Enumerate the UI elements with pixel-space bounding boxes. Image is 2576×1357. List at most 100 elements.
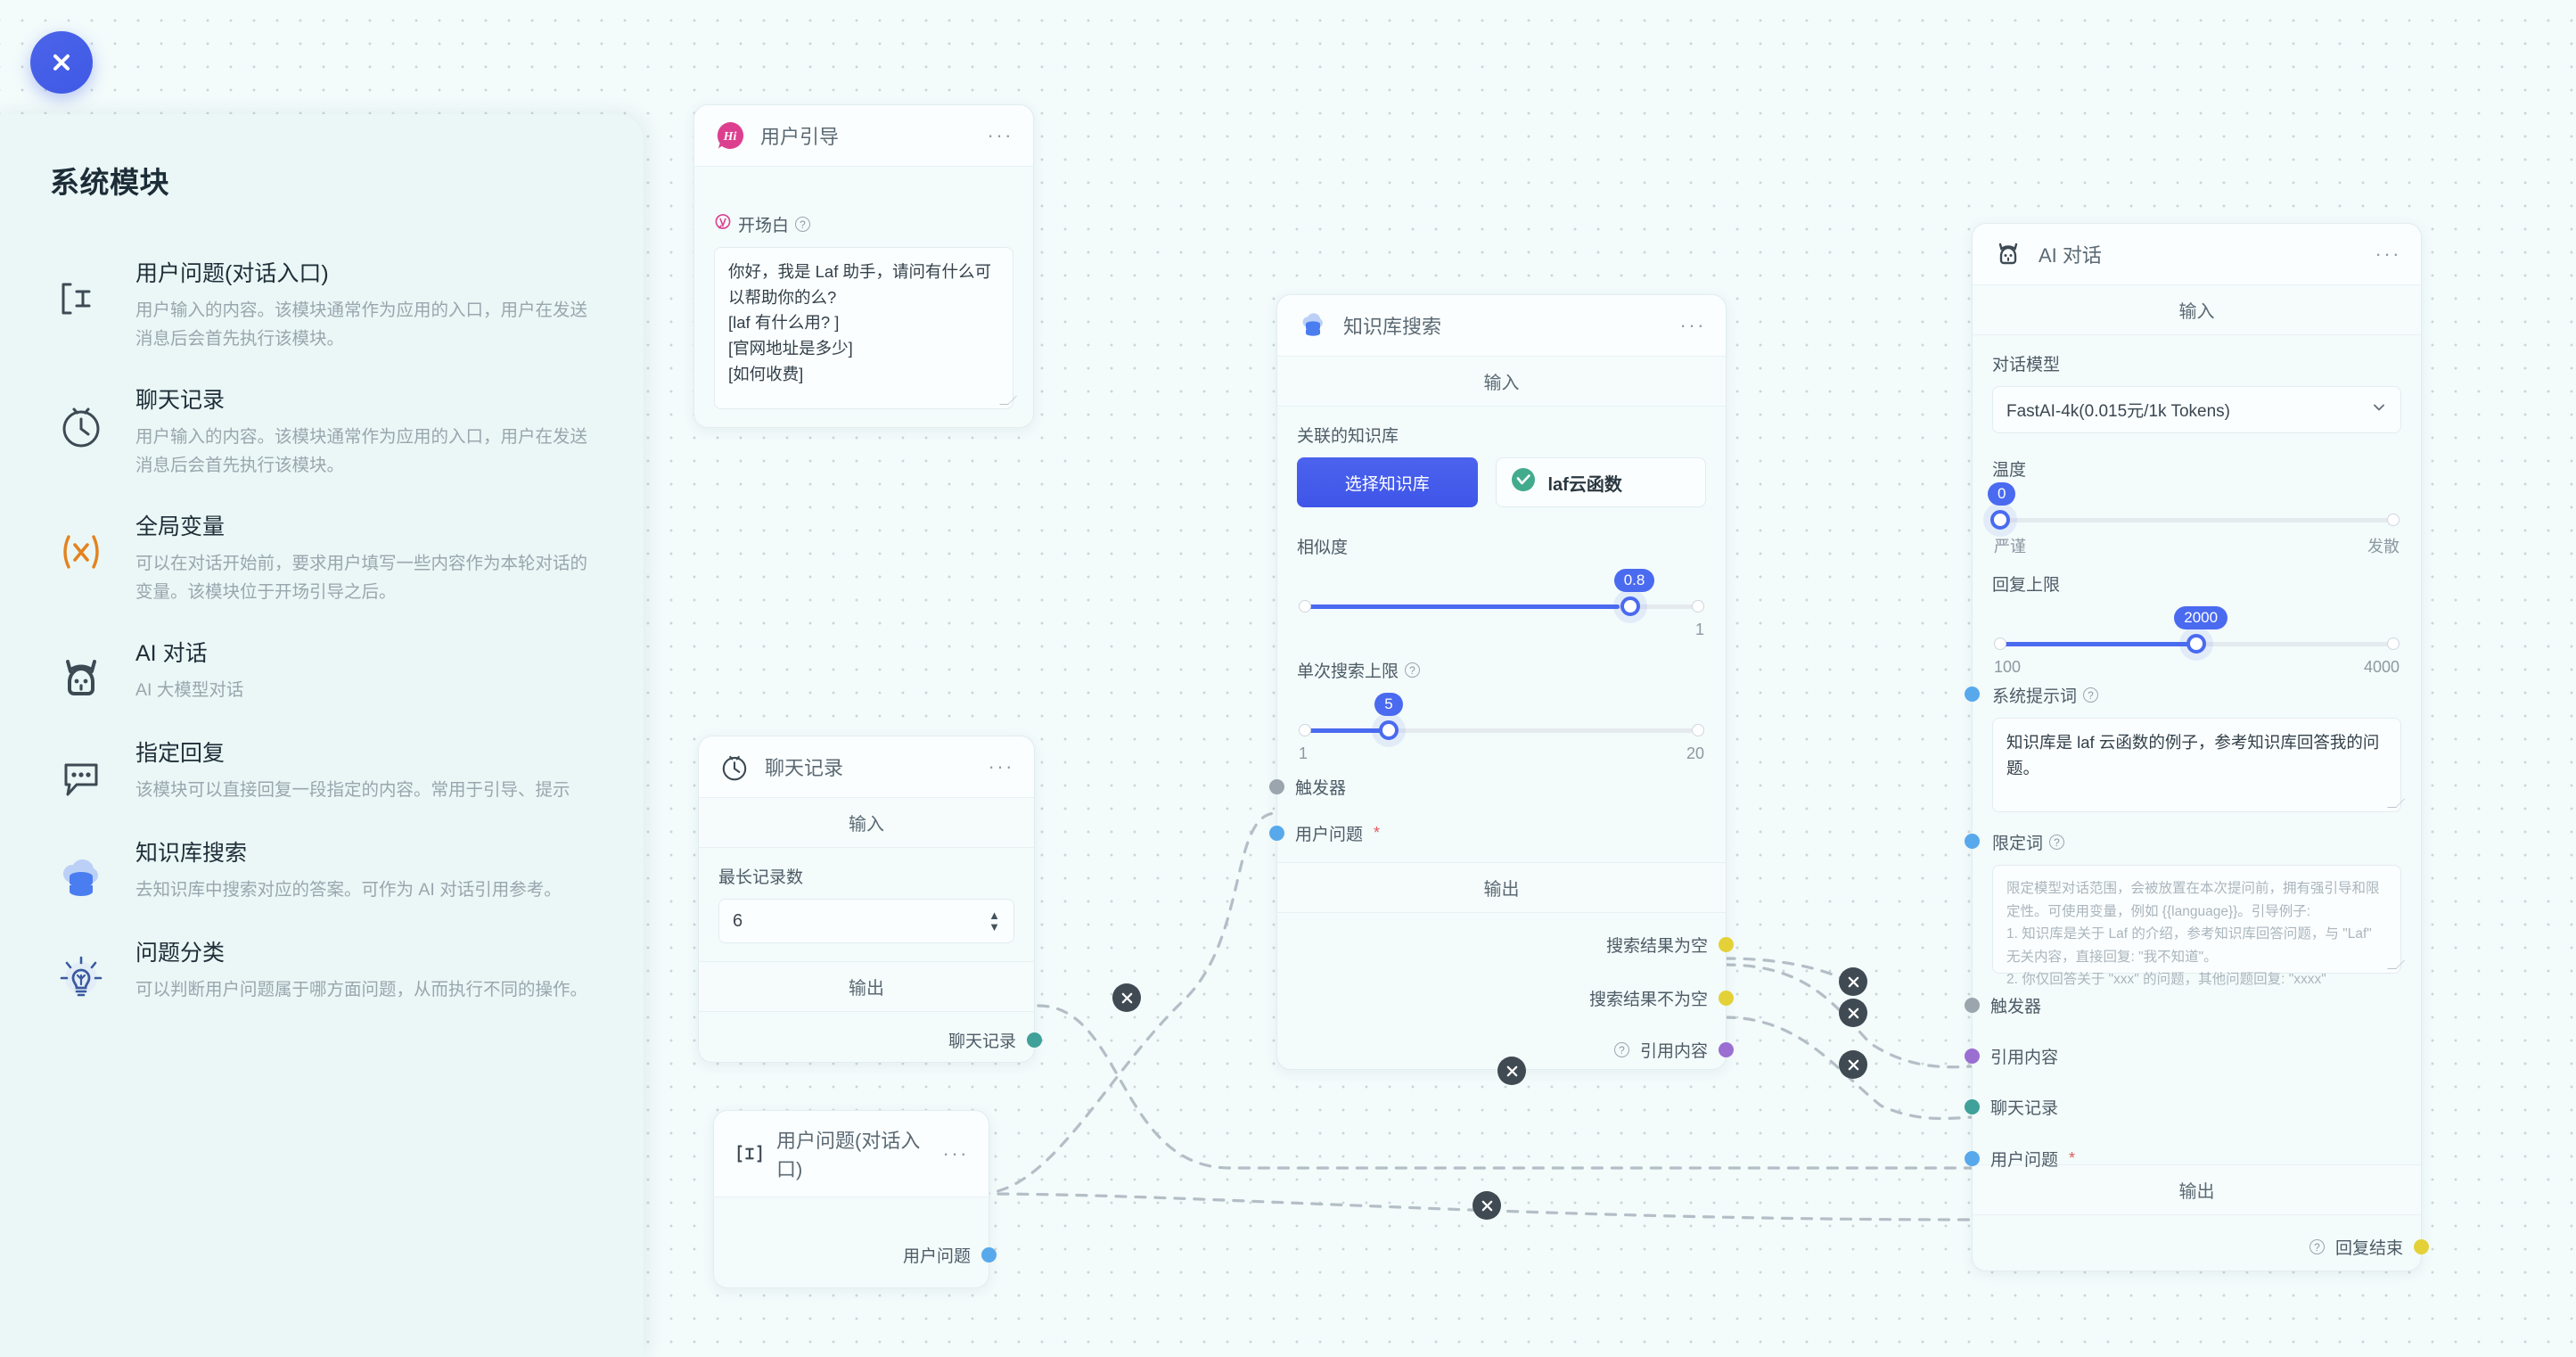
port-in-chat-history[interactable]: 聊天记录 bbox=[1965, 1095, 2058, 1119]
port-dot[interactable] bbox=[1965, 1151, 1980, 1166]
port-dot[interactable] bbox=[1269, 779, 1284, 794]
port-label: 引用内容 bbox=[1639, 1042, 1708, 1061]
port-label: 聊天记录 bbox=[1990, 1099, 2059, 1118]
stepper-down-icon[interactable]: ▼ bbox=[989, 920, 1000, 933]
port-dot[interactable] bbox=[1027, 1032, 1042, 1048]
temperature-label: 温度 bbox=[1992, 461, 2027, 480]
node-menu-button[interactable]: ··· bbox=[1679, 314, 1706, 336]
port-dot[interactable] bbox=[1719, 937, 1734, 952]
stepper-up-icon[interactable]: ▲ bbox=[989, 909, 1000, 922]
port-out-empty-result[interactable]: 搜索结果为空 bbox=[1606, 933, 1734, 957]
slider-thumb[interactable] bbox=[1620, 596, 1640, 616]
help-icon[interactable]: ? bbox=[795, 217, 811, 232]
module-item-specified-reply[interactable]: 指定回复 该模块可以直接回复一段指定的内容。常用于引导、提示 bbox=[50, 722, 594, 822]
port-in-trigger[interactable]: 触发器 bbox=[1269, 775, 1346, 799]
variable-x-icon bbox=[53, 524, 109, 580]
maxtokens-slider[interactable]: 2000 100 4000 bbox=[1992, 606, 2401, 676]
edge-delete-button[interactable] bbox=[1112, 983, 1141, 1012]
port-out-quote-content[interactable]: 引用内容 ? bbox=[1613, 1038, 1734, 1062]
port-in-quote-content[interactable]: 引用内容 bbox=[1965, 1044, 2058, 1068]
clock-history-icon bbox=[718, 751, 751, 783]
node-header: 知识库搜索 ··· bbox=[1277, 295, 1726, 356]
close-icon bbox=[1848, 1007, 1858, 1018]
port-in-user-question[interactable]: 用户问题* bbox=[1965, 1147, 2075, 1171]
edge-delete-button[interactable] bbox=[1497, 1057, 1526, 1085]
help-icon[interactable]: ? bbox=[1613, 1042, 1629, 1057]
welcome-text-textarea[interactable]: 你好，我是 Laf 助手，请问有什么可以帮助你的么? [laf 有什么用? ] … bbox=[714, 247, 1013, 409]
help-icon[interactable]: ? bbox=[2083, 687, 2099, 703]
port-in-user-question[interactable]: 用户问题* bbox=[1269, 821, 1380, 845]
edge-delete-button[interactable] bbox=[1839, 967, 1867, 996]
node-title: 用户引导 bbox=[760, 126, 840, 148]
output-section-header: 输出 bbox=[699, 961, 1034, 1012]
edge-delete-button[interactable] bbox=[1839, 1050, 1867, 1079]
module-desc: 可以判断用户问题属于哪方面问题，从而执行不同的操作。 bbox=[135, 980, 588, 1000]
port-out-chat-history[interactable]: 聊天记录 bbox=[948, 1028, 1042, 1052]
module-item-kb-search[interactable]: 知识库搜索 去知识库中搜索对应的答案。可作为 AI 对话引用参考。 bbox=[50, 822, 594, 922]
slider-end-dot bbox=[1692, 724, 1704, 736]
slider-track[interactable] bbox=[1304, 604, 1699, 609]
port-dot[interactable] bbox=[981, 1247, 997, 1262]
node-menu-button[interactable]: ··· bbox=[987, 124, 1013, 146]
port-out-user-question[interactable]: 用户问题 bbox=[903, 1243, 997, 1267]
port-out-answer-end[interactable]: 回复结束 ? bbox=[2309, 1235, 2429, 1259]
node-ai-chat[interactable]: AI 对话 ··· 输入 对话模型 FastAI-4k(0.015元/1k To… bbox=[1965, 223, 2429, 1271]
model-select[interactable]: FastAI-4k(0.015元/1k Tokens) bbox=[1992, 386, 2401, 433]
temperature-slider[interactable]: 0 严谨 发散 bbox=[1988, 482, 2401, 555]
edge-delete-button[interactable] bbox=[1839, 999, 1867, 1027]
port-label: 回复结束 bbox=[2334, 1239, 2403, 1258]
module-item-global-variable[interactable]: 全局变量 可以在对话开始前，要求用户填写一些内容作为本轮对话的变量。该模块位于开… bbox=[50, 496, 594, 622]
system-modules-panel: 系统模块 用户问题(对话入口) 用户输入的内容。该模块通常作为应用的入口，用户在… bbox=[0, 114, 644, 1357]
node-menu-button[interactable]: ··· bbox=[988, 755, 1014, 777]
slider-thumb[interactable] bbox=[2186, 634, 2207, 654]
port-dot[interactable] bbox=[1269, 826, 1284, 841]
port-out-nonempty-result[interactable]: 搜索结果不为空 bbox=[1589, 986, 1734, 1010]
port-dot-limit-prompt[interactable] bbox=[1965, 834, 1980, 849]
help-icon[interactable]: ? bbox=[1405, 662, 1421, 678]
port-dot-system-prompt[interactable] bbox=[1965, 687, 1980, 702]
help-icon[interactable]: ? bbox=[2049, 835, 2065, 850]
module-item-user-question[interactable]: 用户问题(对话入口) 用户输入的内容。该模块通常作为应用的入口，用户在发送消息后… bbox=[50, 243, 594, 369]
max-records-input[interactable]: 6 ▲▼ bbox=[718, 899, 1014, 943]
text-input-icon bbox=[53, 271, 109, 326]
port-dot[interactable] bbox=[1965, 1099, 1980, 1114]
port-dot[interactable] bbox=[1719, 1042, 1734, 1057]
kb-chip-laf[interactable]: laf云函数 bbox=[1495, 457, 1706, 507]
module-text: 全局变量 可以在对话开始前，要求用户填写一些内容作为本轮对话的变量。该模块位于开… bbox=[135, 512, 590, 606]
database-cloud-icon bbox=[53, 851, 109, 906]
slider-end-dot bbox=[1692, 600, 1704, 613]
node-menu-button[interactable]: ··· bbox=[942, 1142, 969, 1164]
port-dot[interactable] bbox=[1965, 1049, 1980, 1064]
topk-slider[interactable]: 5 1 20 bbox=[1297, 693, 1706, 762]
help-icon[interactable]: ? bbox=[2309, 1239, 2325, 1254]
module-item-chat-history[interactable]: 聊天记录 用户输入的内容。该模块通常作为应用的入口，用户在发送消息后会首先执行该… bbox=[50, 369, 594, 496]
select-kb-button[interactable]: 选择知识库 bbox=[1297, 457, 1478, 507]
port-dot[interactable] bbox=[1965, 998, 1980, 1013]
slider-thumb[interactable] bbox=[1378, 720, 1399, 740]
similarity-slider[interactable]: 0.8 1 bbox=[1297, 569, 1706, 638]
node-kb-search[interactable]: 知识库搜索 ··· 输入 关联的知识库 选择知识库 laf云函数 相似度 bbox=[1269, 294, 1734, 1070]
node-menu-button[interactable]: ··· bbox=[2375, 243, 2401, 265]
topk-label: 单次搜索上限 ? bbox=[1297, 658, 1706, 682]
node-section-divider bbox=[714, 1197, 989, 1225]
node-user-guide[interactable]: Hi 用户引导 ··· 开场白 ? 你好，我是 Laf 助手，请问有什么可以帮助… bbox=[693, 104, 1034, 428]
port-in-trigger[interactable]: 触发器 bbox=[1965, 993, 2041, 1017]
node-chat-history[interactable]: 聊天记录 ··· 输入 最长记录数 6 ▲▼ 输出 聊天记录 bbox=[698, 736, 1042, 1063]
system-prompt-textarea[interactable]: 知识库是 laf 云函数的例子，参考知识库回答我的问题。 bbox=[1992, 718, 2401, 812]
node-user-question[interactable]: 用户问题(对话入口) ··· 用户问题 bbox=[713, 1110, 997, 1288]
limit-prompt-textarea[interactable]: 限定模型对话范围，会被放置在本次提问前，拥有强引导和限定性。可使用变量，例如 {… bbox=[1992, 865, 2401, 987]
node-output-ports: 用户问题 bbox=[714, 1225, 997, 1287]
edge-delete-button[interactable] bbox=[1473, 1191, 1501, 1220]
slider-track[interactable] bbox=[1999, 518, 2394, 522]
port-dot[interactable] bbox=[2414, 1239, 2429, 1254]
number-stepper[interactable]: ▲▼ bbox=[989, 909, 1000, 933]
slider-thumb[interactable] bbox=[1990, 510, 2010, 530]
close-panel-button[interactable] bbox=[30, 31, 93, 94]
port-dot[interactable] bbox=[1719, 991, 1734, 1006]
slider-fill bbox=[1999, 642, 2191, 646]
node-input-ports: 触发器 用户问题* bbox=[1269, 769, 1706, 855]
module-item-ai-chat[interactable]: AI 对话 AI 大模型对话 bbox=[50, 622, 594, 722]
module-item-question-classify[interactable]: 问题分类 可以判断用户问题属于哪方面问题，从而执行不同的操作。 bbox=[50, 922, 594, 1022]
node-body: 开场白 ? 你好，我是 Laf 助手，请问有什么可以帮助你的么? [laf 有什… bbox=[694, 196, 1033, 427]
slider-track[interactable] bbox=[1304, 728, 1699, 733]
